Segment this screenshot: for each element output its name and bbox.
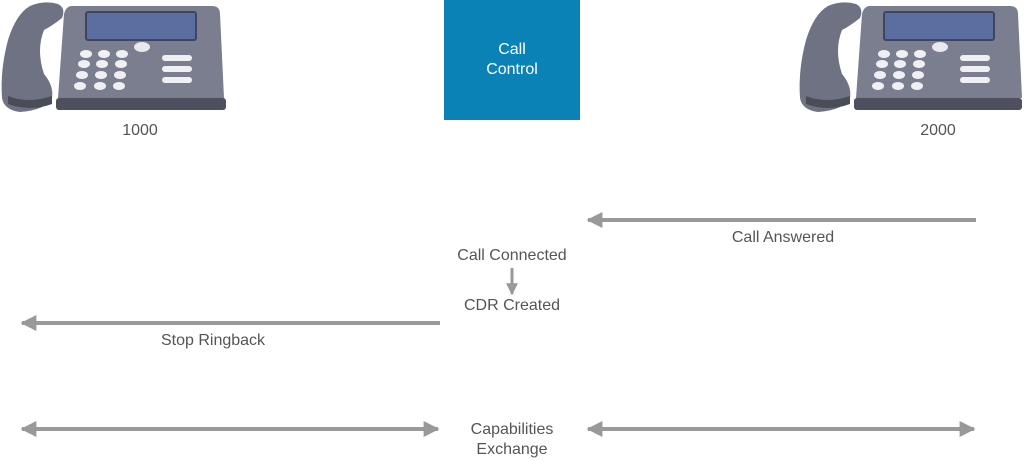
call-connected-label: Call Connected [457, 247, 567, 264]
call-control-box: Call Control [444, 0, 580, 120]
desk-phone-icon [799, 2, 1022, 112]
desk-phone-icon [1, 2, 226, 112]
call-answered-label: Call Answered [731, 229, 835, 246]
capabilities-exchange-label: Capabilities Exchange [432, 420, 592, 460]
phone-right-number: 2000 [920, 122, 956, 139]
phone-right [798, 0, 1024, 116]
phone-left [0, 0, 228, 116]
phone-left-number: 1000 [122, 122, 158, 139]
stop-ringback-label: Stop Ringback [160, 332, 266, 349]
capabilities-line1: Capabilities [470, 421, 554, 438]
call-control-label-line1: Call [498, 41, 526, 58]
cdr-created-label: CDR Created [463, 297, 561, 314]
capabilities-line2: Exchange [476, 441, 548, 458]
call-control-label-line2: Control [486, 61, 538, 78]
